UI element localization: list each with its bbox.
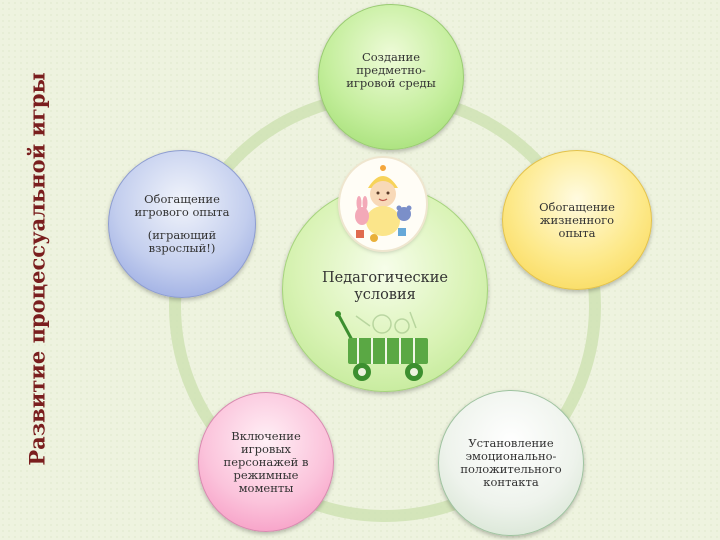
baby-icon: [340, 158, 426, 250]
node-right-line-3: опыта: [559, 227, 596, 240]
node-right-line-1: Обогащение: [539, 201, 615, 214]
node-play-characters: Включение игровых персонажей в режимные …: [198, 392, 334, 532]
node-life-experience: Обогащение жизненного опыта: [502, 150, 652, 290]
node-bl-line-2: игровых: [241, 443, 291, 456]
node-bl-line-1: Включение: [231, 430, 301, 443]
node-br-line-4: контакта: [483, 476, 538, 489]
vertical-title: Развитие процессуальной игры: [18, 75, 56, 463]
node-left-sub-line-2: взрослый!): [149, 242, 216, 255]
node-right-line-2: жизненного: [540, 214, 614, 227]
node-subject-play-environment: Создание предметно- игровой среды: [318, 4, 464, 150]
node-play-experience: Обогащение игрового опыта (играющий взро…: [108, 150, 256, 298]
node-emotional-contact: Установление эмоционально- положительног…: [438, 390, 584, 536]
node-bl-line-4: режимные: [234, 469, 299, 482]
toy-cart-icon: [332, 302, 438, 390]
node-bl-line-3: персонажей в: [224, 456, 309, 469]
node-left-line-2: игрового опыта: [135, 206, 230, 219]
node-top-line-3: игровой среды: [346, 77, 436, 90]
vertical-title-text: Развитие процессуальной игры: [25, 72, 50, 465]
center-line-1: Педагогические: [322, 270, 448, 287]
node-bl-line-5: моменты: [239, 482, 294, 495]
